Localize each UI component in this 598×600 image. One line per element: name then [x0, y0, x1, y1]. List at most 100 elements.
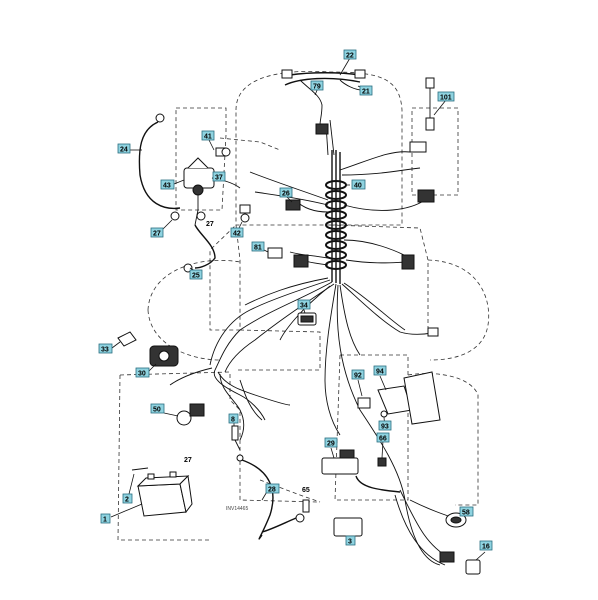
callout-94: 94 — [373, 365, 387, 376]
label-27-upper: 27 — [206, 221, 214, 228]
label-27-lower: 27 — [184, 457, 192, 464]
callout-26: 26 — [279, 187, 293, 198]
callout-81: 81 — [251, 241, 265, 252]
drawing-id: INV14465 — [226, 506, 248, 512]
callout-24: 24 — [117, 143, 131, 154]
svg-text:28: 28 — [268, 487, 276, 494]
svg-text:1: 1 — [103, 517, 107, 524]
part-101-plug — [425, 77, 435, 89]
svg-text:81: 81 — [254, 245, 262, 252]
ground-cable-28 — [236, 454, 305, 540]
part-8 — [231, 425, 241, 451]
callout-101: 101 — [437, 91, 455, 102]
svg-text:42: 42 — [233, 231, 241, 238]
callout-2: 2 — [122, 493, 133, 504]
seat-connector — [315, 123, 329, 135]
seat-switch-left — [281, 69, 293, 79]
connector-far-right — [427, 327, 439, 337]
svg-text:27: 27 — [153, 231, 161, 238]
cable-24 — [138, 113, 181, 210]
connector-81b — [293, 254, 309, 268]
svg-text:43: 43 — [163, 183, 171, 190]
svg-text:41: 41 — [204, 134, 212, 141]
ignition-30 — [149, 345, 179, 367]
callout-33: 33 — [98, 343, 113, 354]
svg-text:30: 30 — [138, 371, 146, 378]
callout-79: 79 — [310, 80, 324, 91]
callout-42: 42 — [230, 227, 244, 238]
svg-text:33: 33 — [101, 347, 109, 354]
part-101-wire — [409, 77, 435, 203]
cable-24-terminal — [155, 113, 165, 123]
callout-93: 93 — [378, 420, 392, 431]
svg-text:25: 25 — [192, 273, 200, 280]
svg-text:79: 79 — [313, 84, 321, 91]
callout-29: 29 — [324, 437, 338, 448]
svg-text:66: 66 — [379, 436, 387, 443]
svg-text:8: 8 — [231, 417, 235, 424]
part-3 — [333, 517, 363, 537]
svg-text:29: 29 — [327, 441, 335, 448]
svg-text:22: 22 — [346, 53, 354, 60]
switch-34 — [297, 312, 317, 326]
callout-21: 21 — [359, 85, 373, 96]
svg-text:34: 34 — [300, 303, 308, 310]
callout-37: 37 — [212, 171, 226, 182]
callout-50: 50 — [150, 403, 165, 414]
callout-66: 66 — [376, 432, 390, 443]
part-58 — [445, 512, 467, 528]
callout-43: 43 — [160, 179, 175, 190]
callout-27: 27 — [150, 227, 164, 238]
part-50 — [176, 403, 205, 426]
svg-text:26: 26 — [282, 191, 290, 198]
callout-1: 1 — [100, 513, 111, 524]
callout-30: 30 — [135, 367, 150, 378]
callout-16: 16 — [479, 540, 493, 551]
callout-41: 41 — [201, 130, 215, 141]
battery-1 — [131, 467, 193, 517]
module-92-94 — [357, 371, 441, 425]
svg-text:93: 93 — [381, 424, 389, 431]
connector-right — [417, 189, 435, 203]
part-101-fuse — [425, 117, 435, 131]
svg-text:2: 2 — [125, 497, 129, 504]
connector-top-right — [409, 141, 427, 153]
part-37 — [221, 147, 231, 157]
svg-text:24: 24 — [120, 147, 128, 154]
callout-40: 40 — [351, 179, 366, 190]
svg-text:94: 94 — [376, 369, 384, 376]
callout-28: 28 — [265, 483, 280, 494]
connector-mid-right — [401, 254, 415, 270]
part-16 — [439, 551, 481, 575]
svg-text:50: 50 — [153, 407, 161, 414]
svg-text:16: 16 — [482, 544, 490, 551]
seat-harness-top — [281, 69, 366, 135]
svg-text:37: 37 — [215, 175, 223, 182]
callout-3: 3 — [345, 535, 356, 546]
svg-text:3: 3 — [348, 539, 352, 546]
seat-switch-right — [354, 69, 366, 79]
part-29 — [321, 449, 401, 493]
callout-92: 92 — [351, 369, 365, 380]
callout-22: 22 — [343, 49, 357, 60]
connector-26 — [285, 199, 301, 211]
callout-8: 8 — [228, 413, 239, 424]
svg-text:40: 40 — [354, 183, 362, 190]
connector-81 — [267, 247, 283, 259]
part-33 — [117, 331, 137, 347]
label-65: 65 — [302, 487, 310, 494]
svg-text:21: 21 — [362, 89, 370, 96]
small-connectors — [239, 199, 439, 337]
callout-34: 34 — [297, 299, 311, 310]
hardware-65 — [302, 499, 310, 513]
solenoid-43 — [170, 147, 241, 273]
main-harness — [169, 119, 461, 566]
svg-text:92: 92 — [354, 373, 362, 380]
callout-25: 25 — [189, 269, 203, 280]
svg-text:58: 58 — [462, 510, 470, 517]
callout-58: 58 — [459, 506, 474, 517]
svg-text:101: 101 — [440, 95, 452, 102]
part-66-item — [377, 457, 387, 467]
connector-42 — [239, 204, 251, 214]
